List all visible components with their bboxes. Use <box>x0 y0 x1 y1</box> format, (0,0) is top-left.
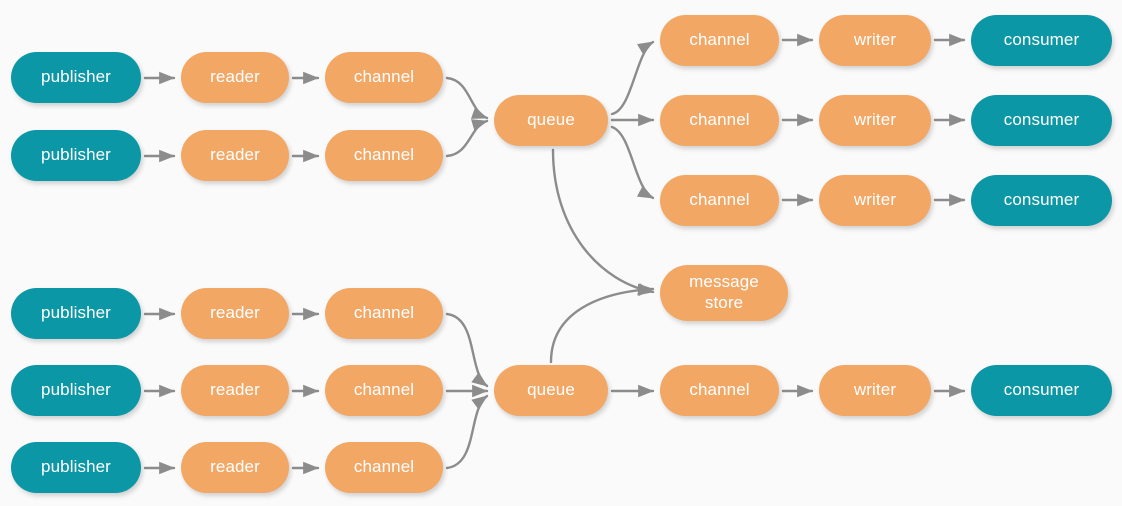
node-label: publisher <box>41 303 111 323</box>
node-label: channel <box>689 190 750 210</box>
node-chn-b1[interactable]: channel <box>325 288 443 339</box>
node-store[interactable]: message store <box>660 265 788 321</box>
node-label: reader <box>210 67 260 87</box>
node-label: consumer <box>1003 30 1080 50</box>
node-rdr-t2[interactable]: reader <box>181 130 289 181</box>
node-wrt-1[interactable]: writer <box>819 15 931 66</box>
edge-queue-t-to-ochn-3 <box>610 125 655 200</box>
node-wrt-2[interactable]: writer <box>819 95 931 146</box>
node-label: channel <box>353 303 415 323</box>
node-label: channel <box>353 67 415 87</box>
node-ochn-1[interactable]: channel <box>660 15 779 66</box>
node-label: writer <box>853 110 897 130</box>
node-label: reader <box>210 380 260 400</box>
node-label: queue <box>527 380 575 400</box>
node-label: reader <box>210 145 260 165</box>
edge-chn-t1-to-queue-t <box>445 76 489 120</box>
node-ochn-3[interactable]: channel <box>660 175 779 226</box>
node-pub-t2[interactable]: publisher <box>11 130 141 181</box>
node-rdr-b2[interactable]: reader <box>181 365 289 416</box>
node-label: publisher <box>41 145 111 165</box>
node-label: queue <box>527 110 575 130</box>
node-ochn-4[interactable]: channel <box>660 365 779 416</box>
edge-chn-t2-to-queue-t <box>445 119 489 158</box>
node-pub-t1[interactable]: publisher <box>11 52 141 103</box>
edge-queue-t-to-store <box>551 148 655 296</box>
node-chn-t1[interactable]: channel <box>325 52 443 103</box>
node-label: consumer <box>1003 110 1080 130</box>
node-label: channel <box>353 380 415 400</box>
node-con-3[interactable]: consumer <box>971 175 1112 226</box>
node-label: writer <box>853 190 897 210</box>
edge-chn-b3-to-queue-b <box>445 394 489 470</box>
node-label: consumer <box>1003 380 1080 400</box>
node-label: message store <box>689 272 759 312</box>
node-pub-b1[interactable]: publisher <box>11 288 141 339</box>
node-label: channel <box>353 145 415 165</box>
node-pub-b2[interactable]: publisher <box>11 365 141 416</box>
node-rdr-b3[interactable]: reader <box>181 442 289 493</box>
node-rdr-b1[interactable]: reader <box>181 288 289 339</box>
node-pub-b3[interactable]: publisher <box>11 442 141 493</box>
node-ochn-2[interactable]: channel <box>660 95 779 146</box>
edge-queue-t-to-ochn-1 <box>610 40 655 116</box>
node-label: reader <box>210 303 260 323</box>
node-chn-b2[interactable]: channel <box>325 365 443 416</box>
node-label: writer <box>853 380 897 400</box>
node-queue-b[interactable]: queue <box>494 365 608 416</box>
node-chn-b3[interactable]: channel <box>325 442 443 493</box>
node-label: writer <box>853 30 897 50</box>
node-label: channel <box>689 380 750 400</box>
edge-chn-b1-to-queue-b <box>445 312 489 388</box>
node-label: channel <box>353 457 415 477</box>
node-rdr-t1[interactable]: reader <box>181 52 289 103</box>
edge-queue-b-to-store <box>549 283 655 364</box>
node-label: consumer <box>1003 190 1080 210</box>
node-queue-t[interactable]: queue <box>494 95 608 146</box>
node-label: publisher <box>41 457 111 477</box>
node-label: publisher <box>41 67 111 87</box>
node-label: channel <box>689 110 750 130</box>
node-label: reader <box>210 457 260 477</box>
node-con-2[interactable]: consumer <box>971 95 1112 146</box>
node-wrt-3[interactable]: writer <box>819 175 931 226</box>
node-chn-t2[interactable]: channel <box>325 130 443 181</box>
node-con-1[interactable]: consumer <box>971 15 1112 66</box>
node-con-4[interactable]: consumer <box>971 365 1112 416</box>
node-label: publisher <box>41 380 111 400</box>
node-label: channel <box>689 30 750 50</box>
node-wrt-4[interactable]: writer <box>819 365 931 416</box>
